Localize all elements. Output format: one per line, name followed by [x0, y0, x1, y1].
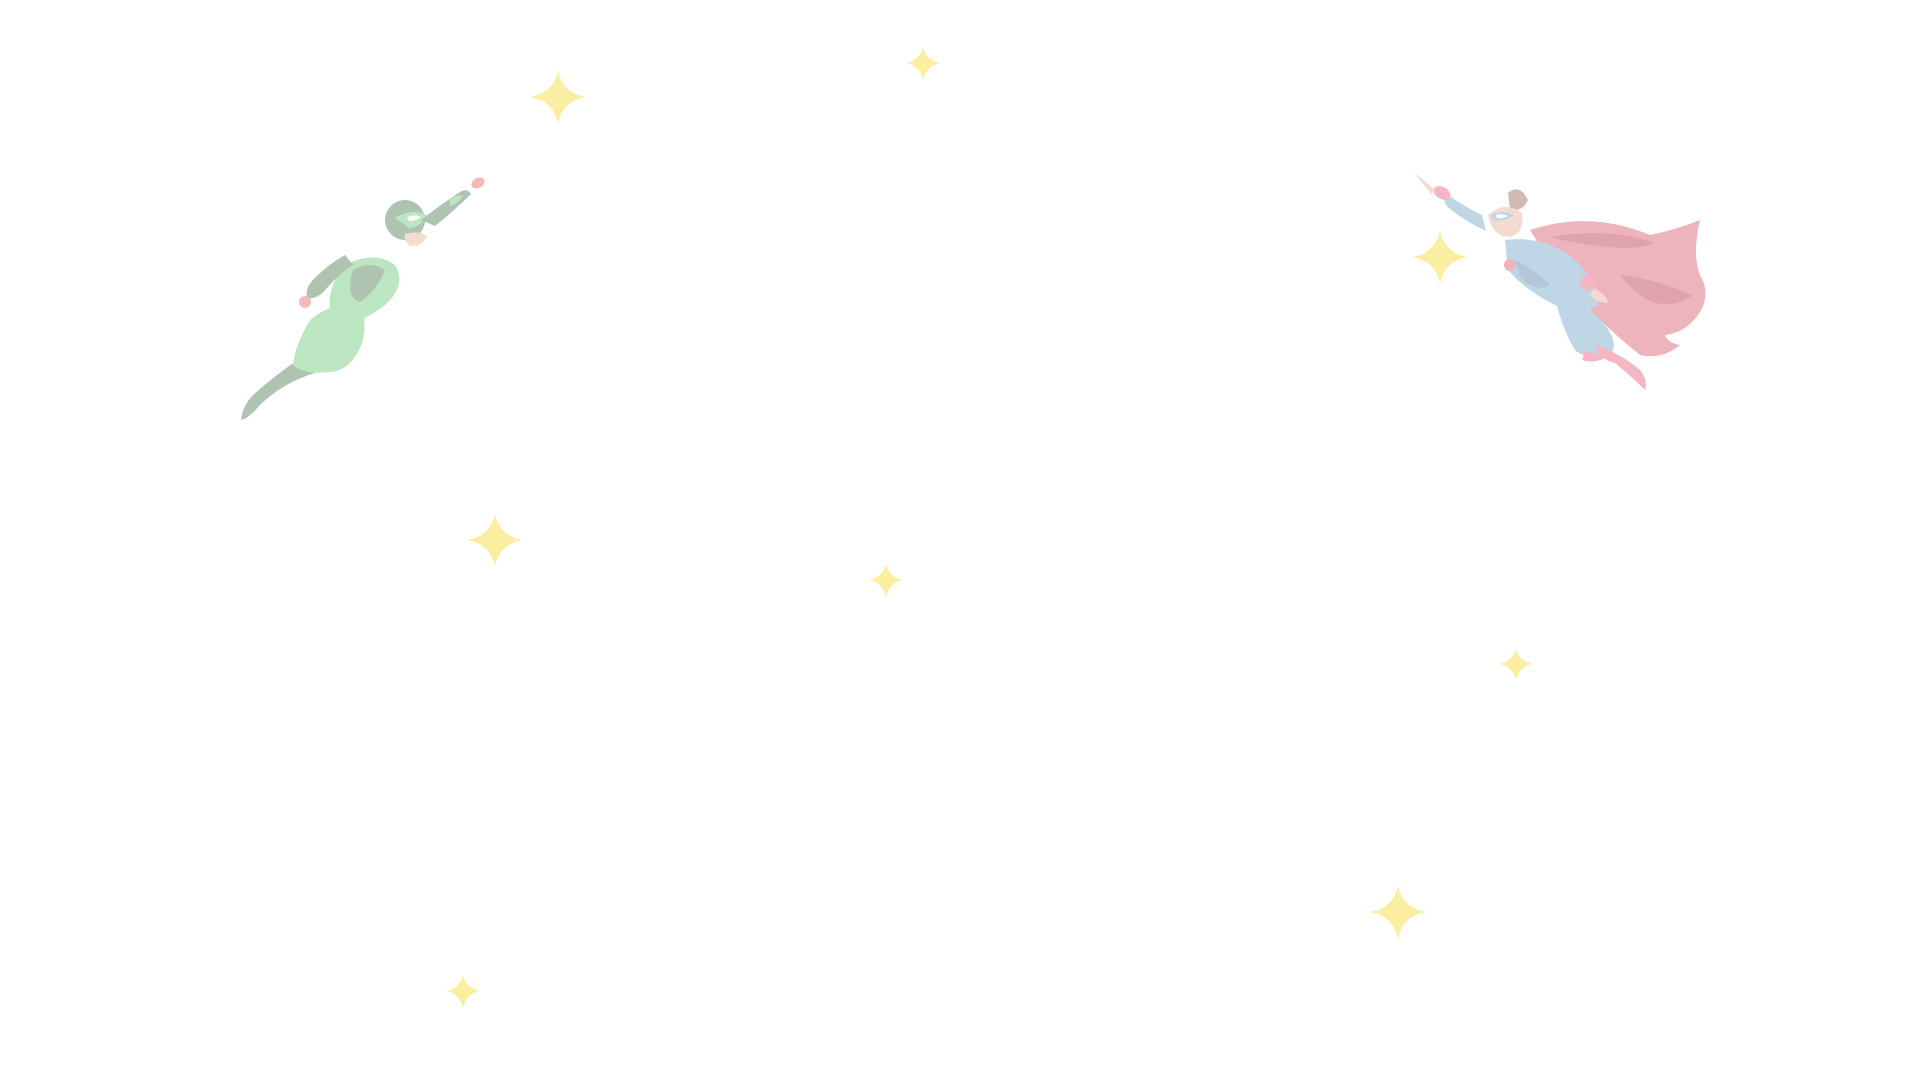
sparkle-icon [446, 975, 480, 1008]
sparkle-icon [1500, 649, 1532, 680]
sparkle-icon [869, 564, 903, 597]
flying-hero-caped-illustration [1414, 173, 1706, 390]
flying-hero-green-illustration [241, 177, 485, 420]
sparkle-icon [1370, 885, 1426, 940]
sparkle-icon [530, 70, 586, 124]
sparkle-icon [906, 47, 940, 80]
sparkle-icon [1412, 230, 1468, 284]
sparkle-icon [467, 513, 523, 567]
